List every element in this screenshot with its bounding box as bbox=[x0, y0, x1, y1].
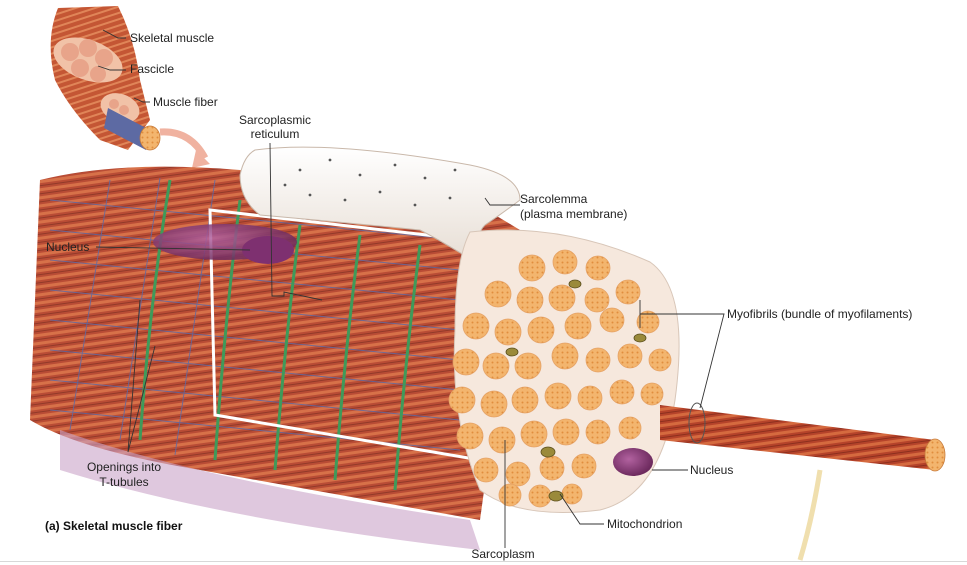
leader-lines bbox=[95, 29, 725, 548]
label-nucleus-left: Nucleus bbox=[46, 240, 89, 254]
label-sarcoplasmic-reticulum-line2: reticulum bbox=[251, 127, 300, 141]
figure-caption: (a) Skeletal muscle fiber bbox=[45, 519, 183, 533]
label-nucleus-right: Nucleus bbox=[690, 463, 733, 477]
label-fascicle: Fascicle bbox=[130, 62, 174, 76]
label-muscle-fiber: Muscle fiber bbox=[153, 95, 218, 109]
label-myofibrils: Myofibrils (bundle of myofilaments) bbox=[727, 307, 912, 321]
label-sarcoplasm: Sarcoplasm bbox=[471, 547, 534, 561]
bottom-divider bbox=[0, 561, 967, 562]
label-openings-line2: T-tubules bbox=[99, 475, 148, 489]
muscle-bundle-inset bbox=[50, 6, 210, 168]
label-mitochondrion: Mitochondrion bbox=[607, 517, 682, 531]
label-openings-line1: Openings into bbox=[87, 460, 161, 474]
label-sarcolemma-line2: (plasma membrane) bbox=[520, 207, 627, 221]
label-skeletal-muscle: Skeletal muscle bbox=[130, 31, 214, 45]
label-sarcolemma-line1: Sarcolemma bbox=[520, 192, 588, 206]
muscle-fiber-illustration bbox=[30, 146, 946, 561]
label-sarcoplasmic-reticulum-line1: Sarcoplasmic bbox=[239, 113, 311, 127]
